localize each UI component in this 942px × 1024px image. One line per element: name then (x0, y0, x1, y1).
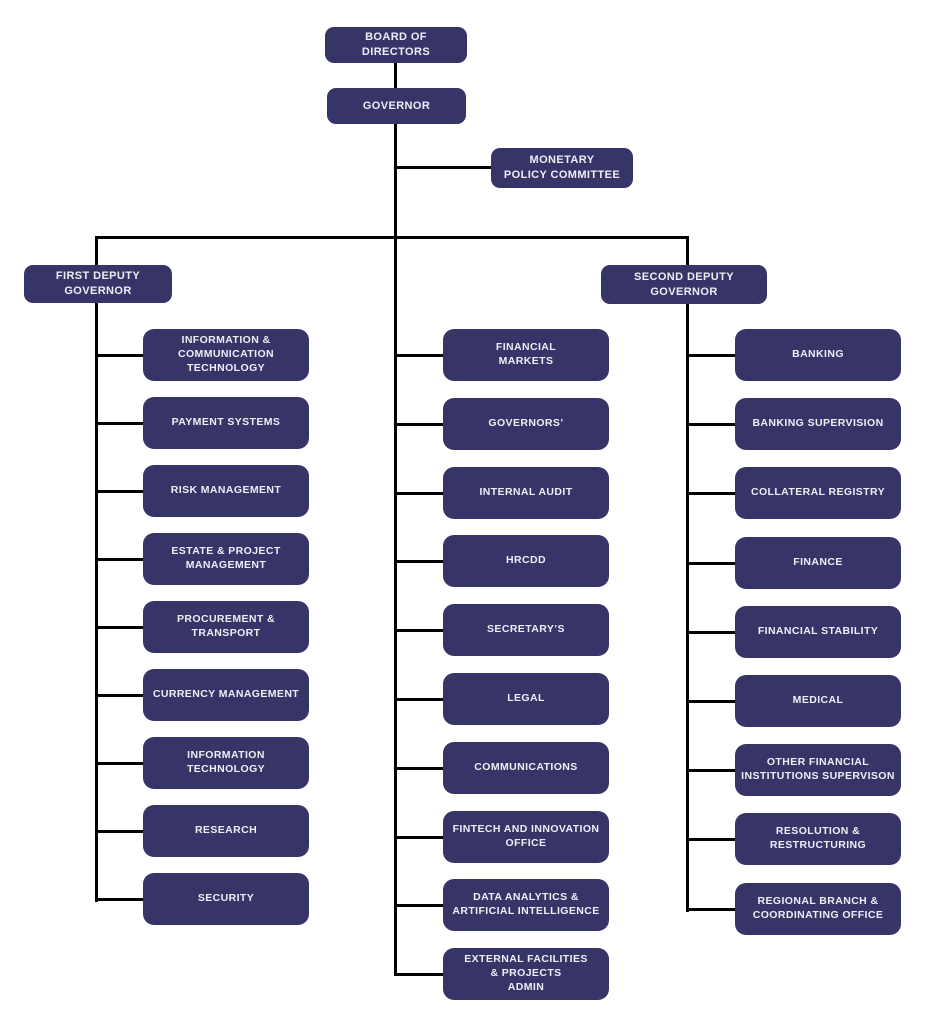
connector-line (394, 836, 449, 839)
connector-line (95, 830, 149, 833)
connector-line (394, 354, 449, 357)
deputy-split-line (95, 236, 689, 239)
main-spine-line (394, 63, 397, 975)
dept-box: RESOLUTION & RESTRUCTURING (735, 813, 901, 865)
dept-box: CURRENCY MANAGEMENT (143, 669, 309, 721)
dept-box: INTERNAL AUDIT (443, 467, 609, 519)
first-deputy-spine-line (95, 236, 98, 902)
dept-box: LEGAL (443, 673, 609, 725)
dept-box: HRCDD (443, 535, 609, 587)
connector-line (95, 354, 149, 357)
connector-line (686, 492, 741, 495)
committee-connector-line (394, 166, 491, 169)
dept-box: FINANCIAL MARKETS (443, 329, 609, 381)
connector-line (394, 698, 449, 701)
dept-box: RESEARCH (143, 805, 309, 857)
connector-line (95, 558, 149, 561)
connector-line (394, 423, 449, 426)
connector-line (686, 769, 741, 772)
connector-line (95, 626, 149, 629)
dept-box: PROCUREMENT & TRANSPORT (143, 601, 309, 653)
dept-box: RISK MANAGEMENT (143, 465, 309, 517)
org-node-monetary-policy-committee: MONETARY POLICY COMMITTEE (491, 148, 633, 188)
dept-box: COLLATERAL REGISTRY (735, 467, 901, 519)
dept-box: FINANCIAL STABILITY (735, 606, 901, 658)
org-node-second-deputy-governor: SECOND DEPUTY GOVERNOR (601, 265, 767, 304)
connector-line (686, 908, 741, 911)
dept-box: BANKING (735, 329, 901, 381)
dept-box: BANKING SUPERVISION (735, 398, 901, 450)
connector-line (95, 762, 149, 765)
dept-box: PAYMENT SYSTEMS (143, 397, 309, 449)
connector-line (686, 354, 741, 357)
org-node-first-deputy-governor: FIRST DEPUTY GOVERNOR (24, 265, 172, 303)
dept-box: COMMUNICATIONS (443, 742, 609, 794)
connector-line (686, 838, 741, 841)
connector-line (394, 767, 449, 770)
dept-box: SECRETARY’S (443, 604, 609, 656)
dept-box: INFORMATION TECHNOLOGY (143, 737, 309, 789)
connector-line (394, 492, 449, 495)
dept-box: FINANCE (735, 537, 901, 589)
org-node-governor: GOVERNOR (327, 88, 466, 124)
connector-line (394, 973, 449, 976)
dept-box: INFORMATION & COMMUNICATION TECHNOLOGY (143, 329, 309, 381)
connector-line (95, 490, 149, 493)
dept-box: OTHER FINANCIAL INSTITUTIONS SUPERVISON (735, 744, 901, 796)
connector-line (95, 898, 149, 901)
dept-box: EXTERNAL FACILITIES & PROJECTS ADMIN (443, 948, 609, 1000)
dept-box: DATA ANALYTICS & ARTIFICIAL INTELLIGENCE (443, 879, 609, 931)
dept-box: SECURITY (143, 873, 309, 925)
org-node-board-of-directors: BOARD OF DIRECTORS (325, 27, 467, 63)
connector-line (686, 562, 741, 565)
second-deputy-spine-line (686, 236, 689, 912)
dept-box: MEDICAL (735, 675, 901, 727)
connector-line (686, 423, 741, 426)
dept-box: FINTECH AND INNOVATION OFFICE (443, 811, 609, 863)
connector-line (394, 904, 449, 907)
dept-box: GOVERNORS’ (443, 398, 609, 450)
connector-line (95, 422, 149, 425)
connector-line (394, 629, 449, 632)
dept-box: ESTATE & PROJECT MANAGEMENT (143, 533, 309, 585)
connector-line (686, 631, 741, 634)
connector-line (394, 560, 449, 563)
connector-line (686, 700, 741, 703)
dept-box: REGIONAL BRANCH & COORDINATING OFFICE (735, 883, 901, 935)
connector-line (95, 694, 149, 697)
